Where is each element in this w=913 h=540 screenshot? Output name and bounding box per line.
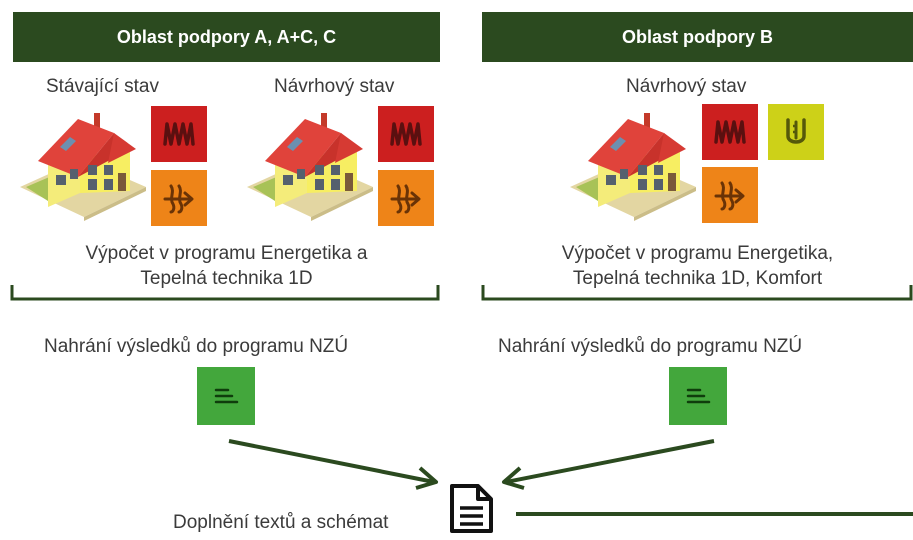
- right-bracket: [481, 285, 913, 301]
- ventilation-icon: [378, 170, 434, 226]
- right-arrow-line: [505, 439, 715, 484]
- heating-icon: [378, 106, 434, 162]
- right-upload-label: Nahrání výsledků do programu NZÚ: [498, 336, 803, 357]
- heating-icon: [151, 106, 207, 162]
- left-report-icon: [197, 367, 255, 425]
- left-arrowhead: [415, 466, 438, 490]
- document-icon: [447, 481, 497, 535]
- hot-water-icon: [768, 104, 824, 160]
- left-panel-header: Oblast podpory A, A+C, C: [13, 12, 440, 62]
- heating-icon: [702, 104, 758, 160]
- left-bracket: [10, 285, 440, 301]
- left-calc-line2: Tepelná technika 1D: [140, 268, 313, 289]
- right-panel-header: Oblast podpory B: [482, 12, 913, 62]
- right-arrowhead: [502, 466, 525, 490]
- left-arrow-line: [228, 439, 435, 484]
- bottom-label: Doplnění textů a schémat: [173, 512, 389, 533]
- right-calc-line2: Tepelná technika 1D, Komfort: [572, 268, 823, 289]
- right-calc-line1: Výpočet v programu Energetika,: [561, 243, 834, 264]
- current-state-label: Stávající stav: [46, 76, 159, 97]
- right-design-state-label: Návrhový stav: [626, 76, 747, 97]
- right-report-icon: [669, 367, 727, 425]
- design-state-label: Návrhový stav: [274, 76, 395, 97]
- left-calc-line1: Výpočet v programu Energetika a: [85, 243, 368, 264]
- ventilation-icon: [702, 167, 758, 223]
- left-upload-label: Nahrání výsledků do programu NZÚ: [44, 336, 349, 357]
- ventilation-icon: [151, 170, 207, 226]
